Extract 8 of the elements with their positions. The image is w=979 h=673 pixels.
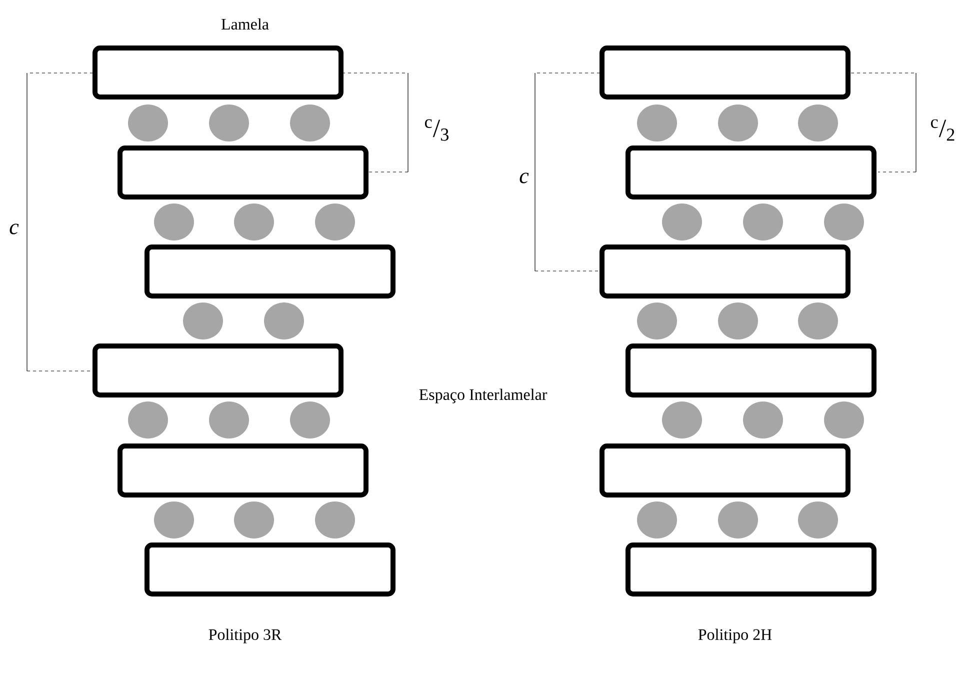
label: Espaço Interlamelar	[419, 388, 548, 404]
label: Politipo 2H	[698, 628, 772, 644]
label: c	[520, 172, 529, 184]
label: $^{c}$/$_{3}$	[424, 119, 448, 141]
label: Lamela	[221, 18, 269, 30]
label: $^{c}$/$_{2}$	[931, 119, 954, 141]
label: c	[10, 224, 19, 234]
label: Politipo 3R	[208, 628, 282, 644]
